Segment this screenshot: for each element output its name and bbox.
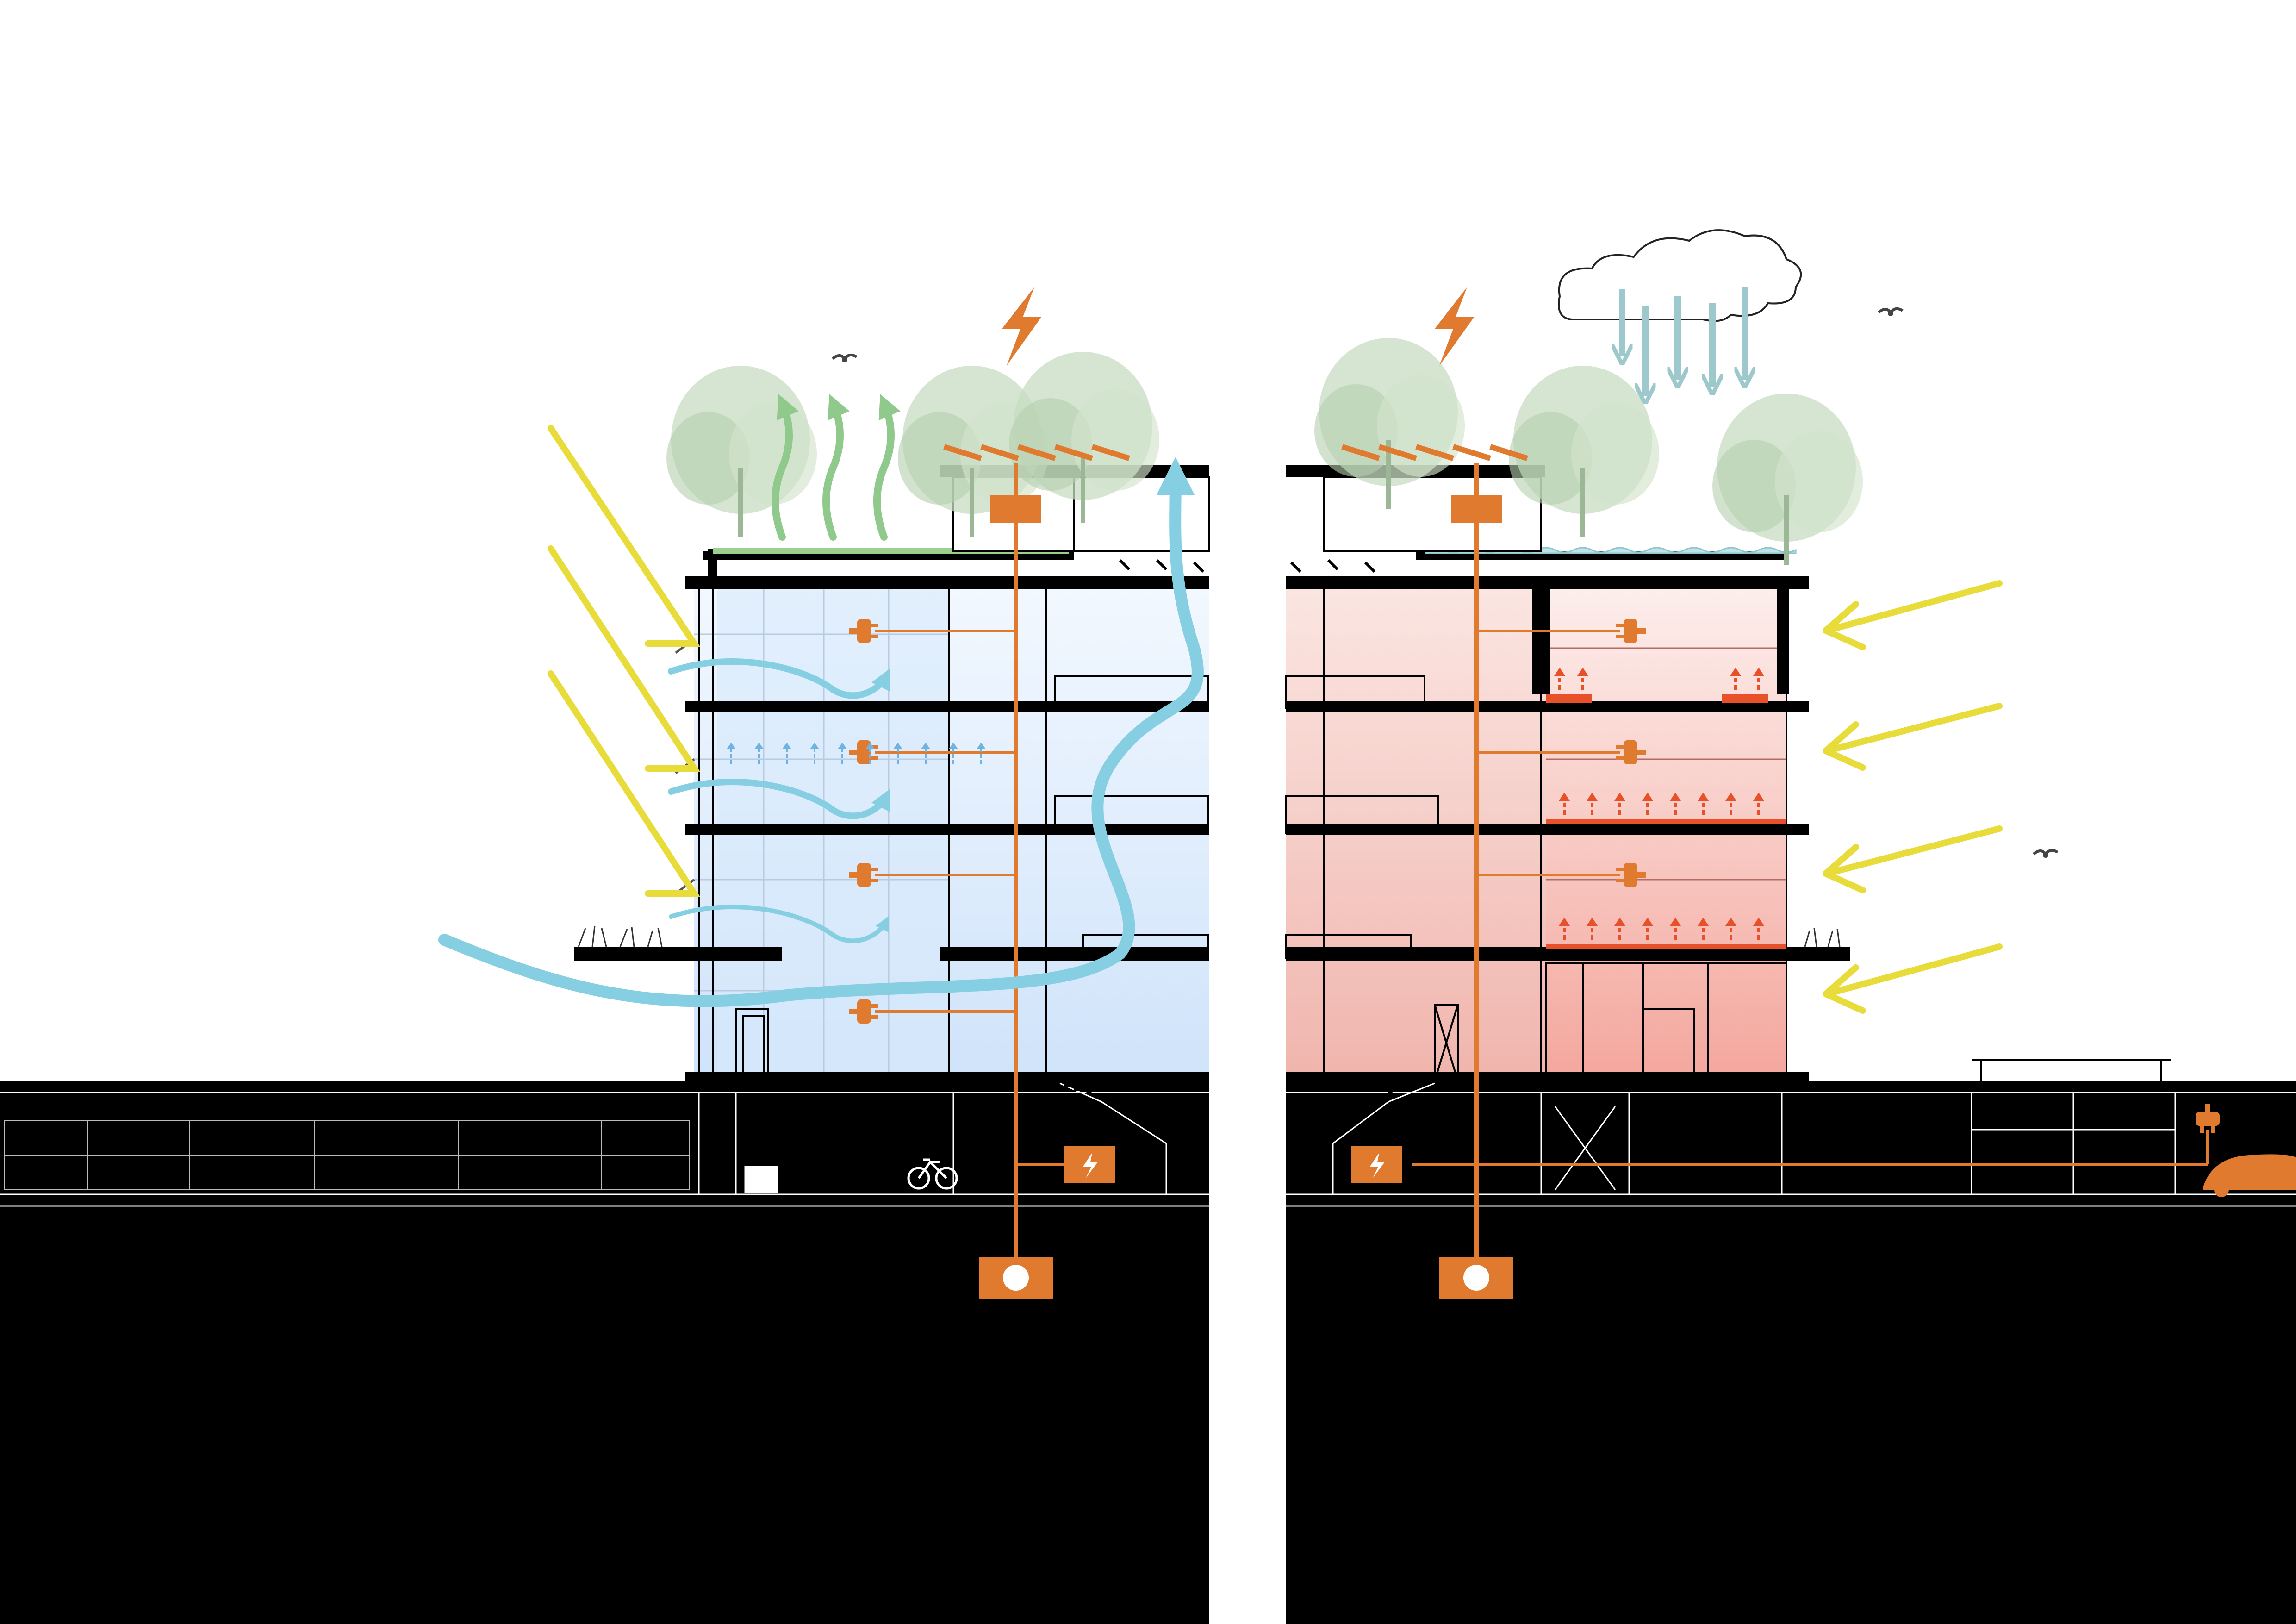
sun-rays-left	[548, 425, 701, 897]
wind-flow-arrow-icon	[669, 905, 889, 943]
bird-icon	[2034, 850, 2058, 858]
solar-panel-icon	[943, 444, 1528, 461]
geothermal-well-icon	[979, 1257, 1053, 1299]
wind-flow-arrow-icon	[668, 658, 890, 699]
bird-icon	[833, 355, 857, 362]
building-right	[1285, 465, 1850, 1098]
planter-right	[1804, 928, 1841, 947]
battery-box-icon	[1351, 1146, 1402, 1183]
sun-rays-right	[1823, 580, 2003, 1014]
evaporation-arrow-icon	[772, 394, 799, 541]
lightning-bolt-icon	[1435, 287, 1474, 366]
ground-left	[0, 1081, 1209, 1624]
evaporation-arrow-icon	[822, 394, 850, 541]
ev-car-icon	[2203, 1154, 2296, 1197]
sun-ray-arrow-icon	[548, 545, 700, 772]
trees	[666, 338, 1863, 565]
wind-flow-arrow-icon	[438, 456, 1204, 1007]
bird-icon	[1879, 309, 1903, 316]
energy-system-right	[1351, 287, 2296, 1299]
bicycle-icon	[907, 1158, 958, 1190]
evaporation-arrow-icon	[873, 394, 901, 541]
sun-ray-arrow-icon	[1823, 825, 2003, 893]
evaporation-arrows	[772, 394, 901, 541]
planter-left	[578, 925, 663, 947]
parking-stalls	[4, 1120, 690, 1190]
sun-ray-arrow-icon	[1823, 580, 2003, 650]
battery-box-icon	[1064, 1146, 1115, 1183]
ground-right	[1286, 1081, 2296, 1624]
wind-flow-arrow-icon	[668, 779, 890, 819]
ventilation-flows	[438, 456, 1204, 1007]
basement-left	[0, 1082, 1209, 1207]
geothermal-well-icon	[1439, 1257, 1513, 1299]
tree-icon	[666, 366, 817, 537]
sun-ray-arrow-icon	[548, 425, 701, 647]
energy-system-left	[849, 287, 1115, 1299]
vent-louvres-left	[1119, 559, 1205, 573]
tree-icon	[1712, 394, 1863, 565]
basement-right	[1286, 1082, 2296, 1207]
rain-arrows	[1622, 287, 1745, 396]
sun-ray-arrow-icon	[548, 670, 700, 897]
sun-ray-arrow-icon	[1823, 703, 2003, 771]
bench-icon	[1972, 1059, 2171, 1081]
vent-louvres-right	[1290, 559, 1376, 573]
sun-ray-arrow-icon	[1823, 943, 2003, 1014]
lightning-bolt-icon	[1002, 287, 1041, 366]
